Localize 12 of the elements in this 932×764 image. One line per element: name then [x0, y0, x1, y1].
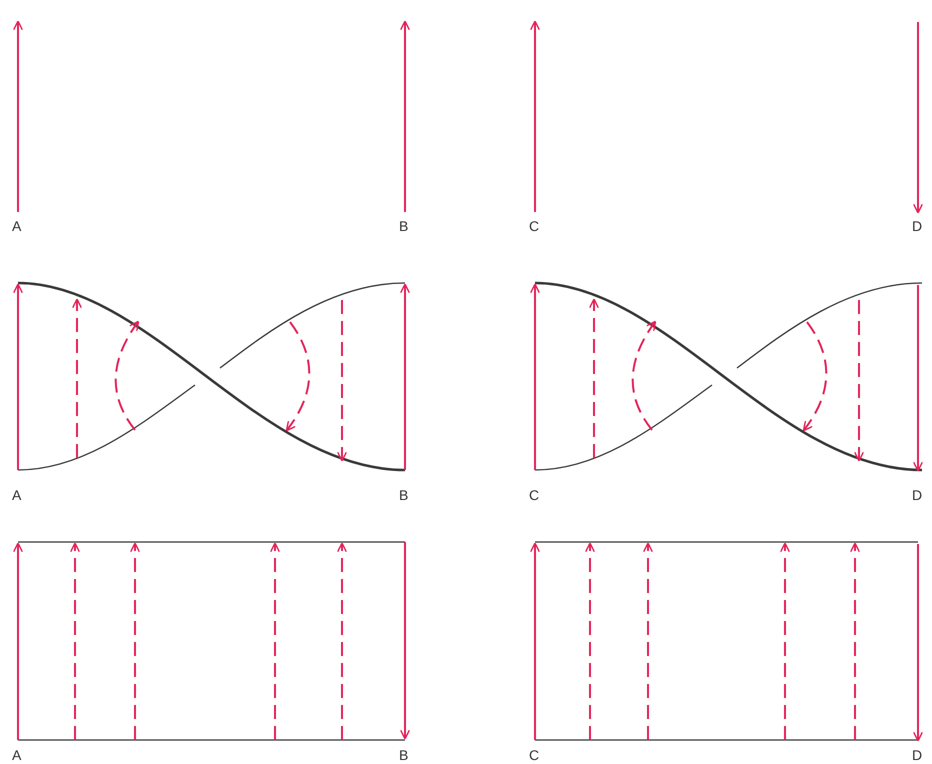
point-label: D	[912, 218, 922, 234]
point-label: B	[399, 487, 408, 503]
point-label: C	[529, 487, 540, 503]
point-label: A	[12, 747, 22, 763]
point-label: D	[912, 487, 922, 503]
point-label: A	[12, 487, 22, 503]
point-label: D	[912, 747, 922, 763]
point-label: A	[12, 218, 22, 234]
point-label: C	[529, 747, 540, 763]
point-label: B	[399, 218, 408, 234]
point-label: C	[529, 218, 540, 234]
point-label: B	[399, 747, 408, 763]
